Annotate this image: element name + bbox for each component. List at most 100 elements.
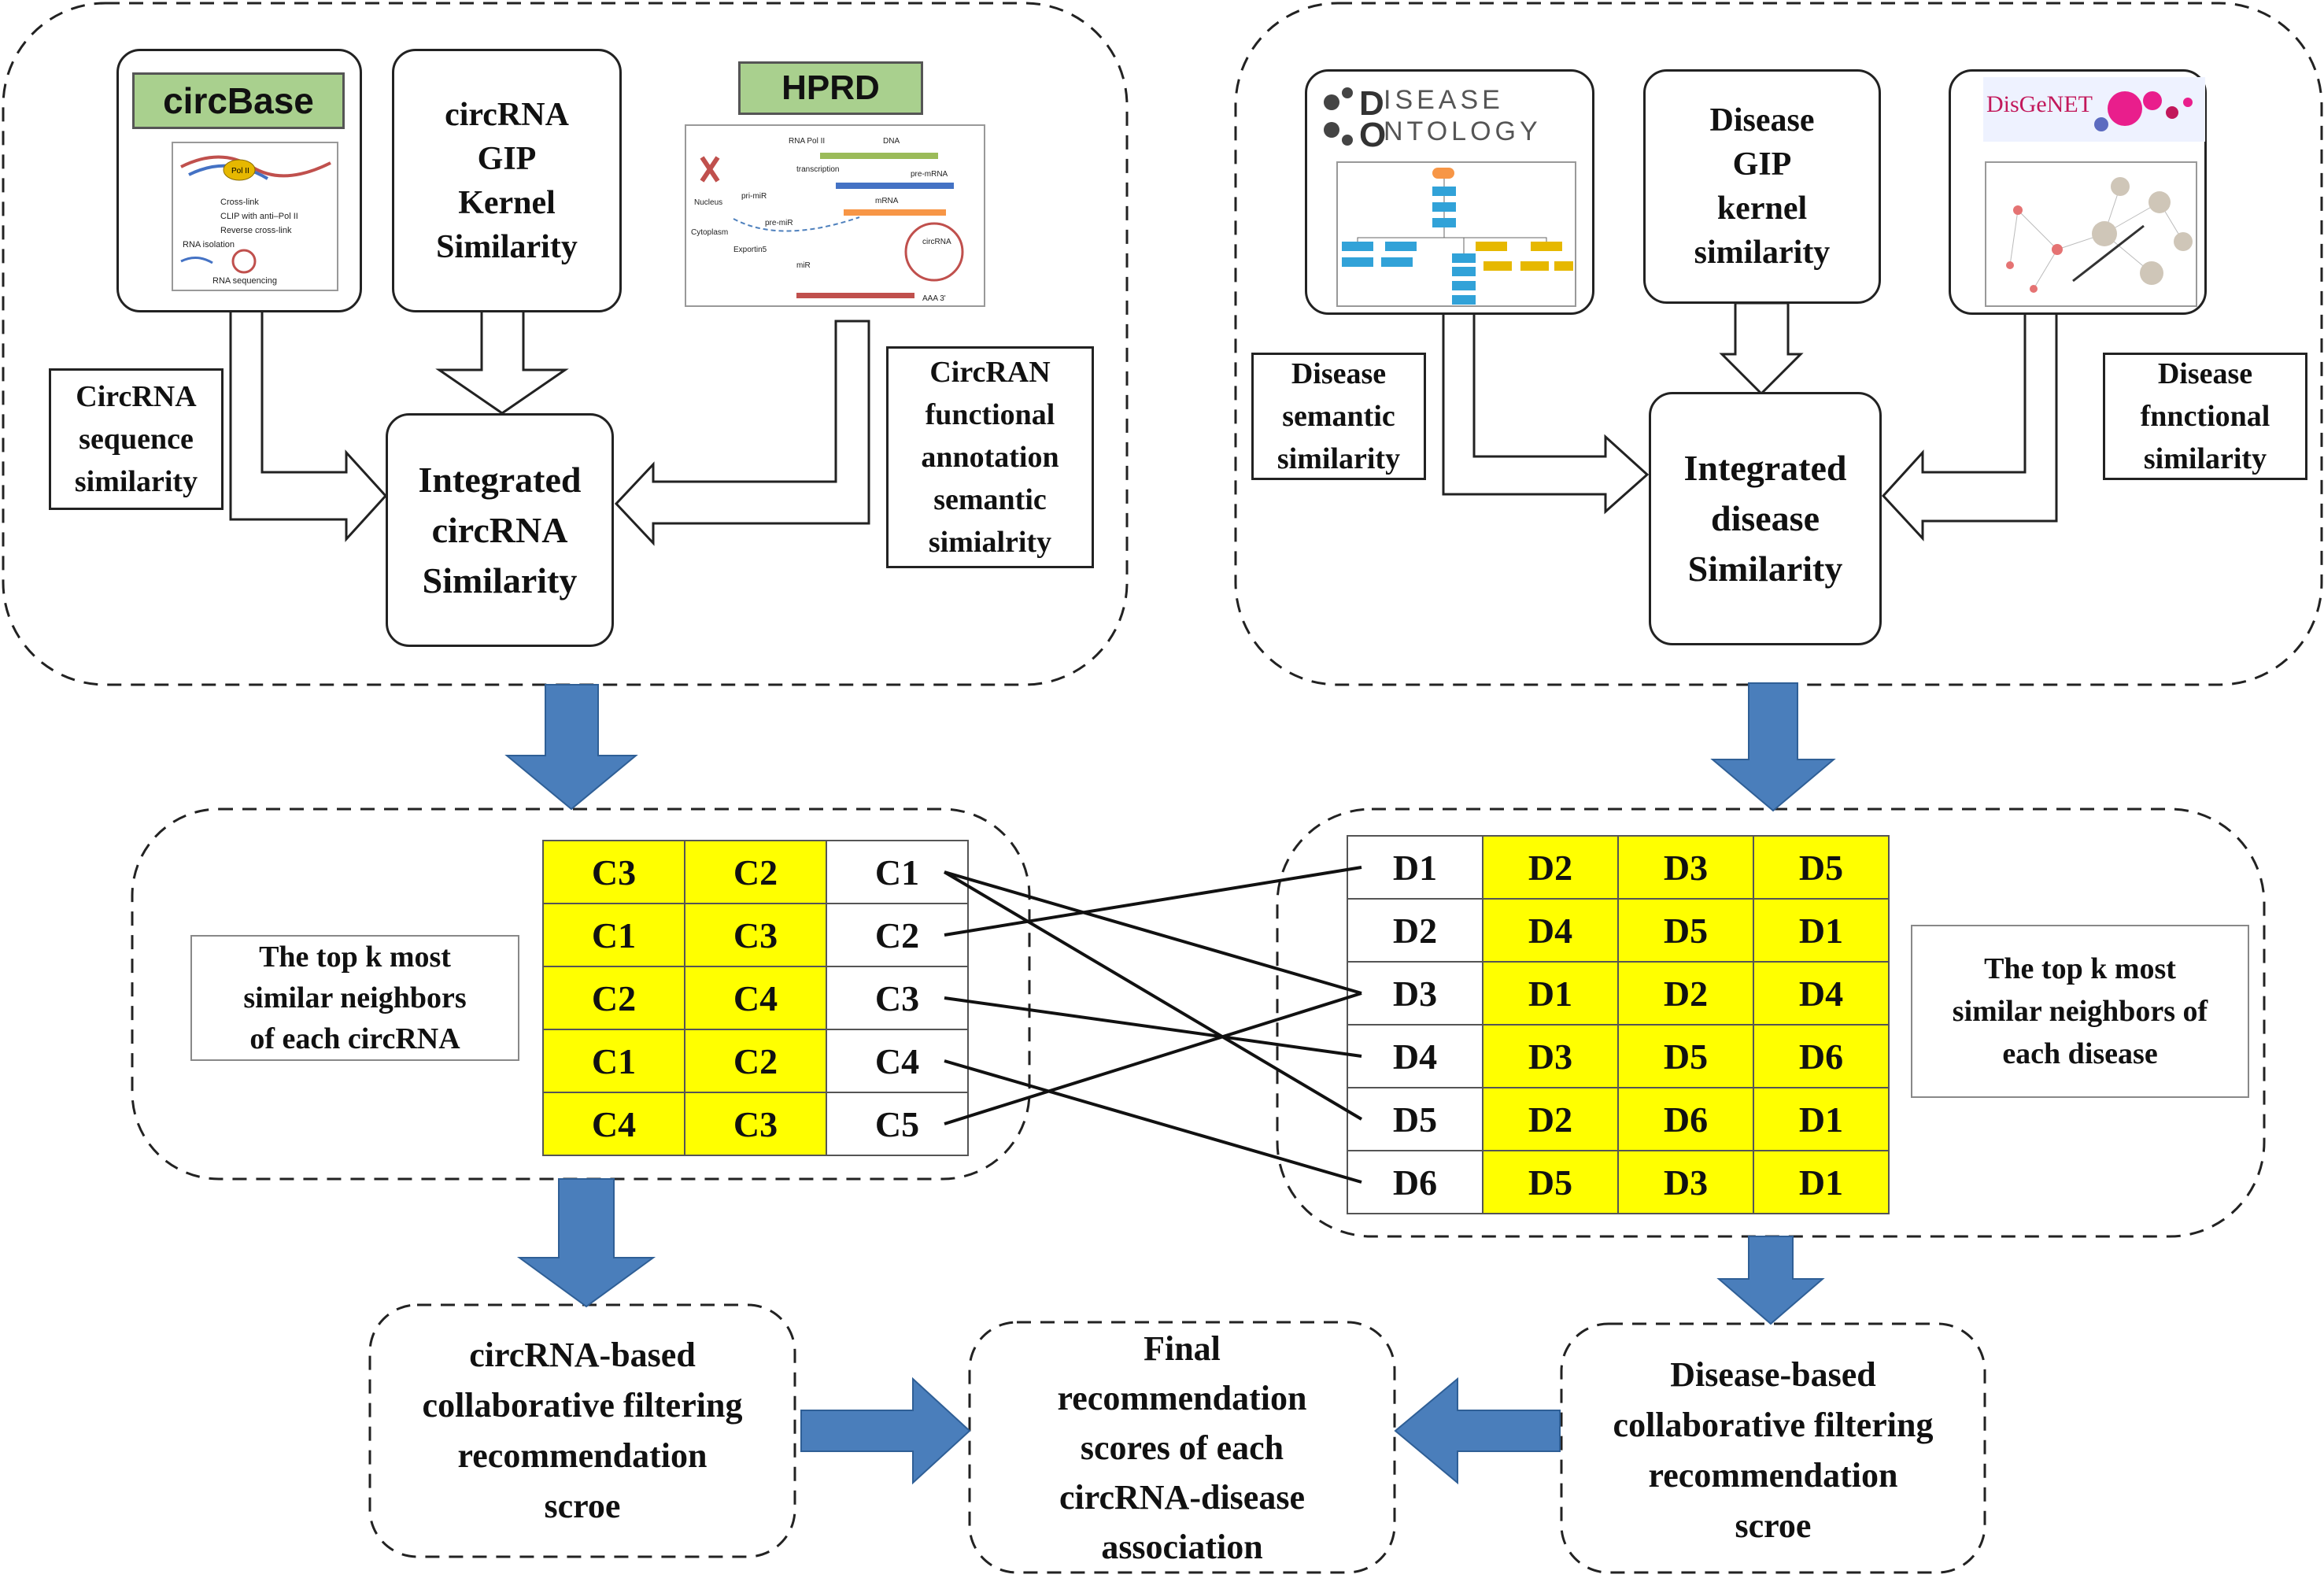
link-c1-d5 [943, 870, 1363, 1121]
disease-cf-group [1560, 1322, 1986, 1574]
disease-neighbor-cell: D3 [1528, 1037, 1572, 1077]
protocol-step-3: Reverse cross-link [220, 226, 292, 235]
disease-key-cell-bg [1347, 1150, 1483, 1214]
disease-neighbor-cell-bg [1482, 1150, 1619, 1214]
gene-disease-network-icon [2006, 177, 2193, 293]
clip-seq-protocol-icon: Pol II Cross-link CLIP with anti–Pol II … [180, 155, 331, 286]
disease-neighbor-cell-bg [1617, 961, 1754, 1026]
circrna-neighbor-cell: C1 [592, 915, 636, 955]
protocol-step-2: CLIP with anti–Pol II [220, 212, 298, 221]
down-arrow-disease [1710, 682, 1836, 812]
disease-neighbors-caption-text: The top k most similar neighbors of each… [1952, 952, 2208, 1070]
circrna-key-cell: C3 [875, 978, 919, 1018]
disease-neighbor-cell: D1 [1799, 1162, 1843, 1203]
disease-ontology-tree-figure [1336, 161, 1576, 307]
disease-semantic-similarity-box: Disease semantic similarity [1251, 353, 1426, 480]
disease-key-cell: D4 [1393, 1037, 1437, 1077]
hprd-label-4: Nucleus [694, 198, 722, 207]
right-arrow-to-final [800, 1377, 971, 1485]
hprd-label-6: mRNA [875, 197, 899, 205]
circrna-key-cell: C4 [875, 1041, 919, 1081]
disgenet-logo-icon [1983, 77, 2205, 142]
disease-key-cell: D2 [1393, 911, 1437, 951]
circrna-functional-similarity-label: CircRAN functional annotation semantic s… [921, 356, 1059, 559]
circrna-neighbor-cell-bg [684, 1029, 827, 1093]
disease-key-cell-bg [1347, 898, 1483, 963]
disease-ontology-logo-text-1: ISEASE [1384, 85, 1504, 115]
circrna-gip-label: circRNA GIP Kernel Similarity [436, 96, 578, 265]
disease-ontology-logo-icon: D O [1324, 84, 1386, 150]
disease-functional-similarity-box: Disease fnnctional similarity [2103, 353, 2307, 480]
disease-gip-label: Disease GIP kernel similarity [1694, 102, 1831, 271]
disease-neighbor-cell: D3 [1664, 848, 1708, 888]
hprd-tag: HPRD [738, 61, 923, 115]
circrna-neighbor-cell-bg [542, 1029, 685, 1093]
flow-arrow-circbase [229, 309, 388, 542]
circrna-neighbor-cell-bg [684, 840, 827, 904]
link-c4-d6 [944, 1059, 1362, 1184]
circrna-neighbors-caption-text: The top k most similar neighbors of each… [243, 941, 467, 1055]
disease-neighbor-cell-bg [1753, 961, 1890, 1026]
ontology-tree-icon [1342, 168, 1573, 305]
disease-semantic-similarity-label: Disease semantic similarity [1277, 357, 1401, 475]
circrna-neighbors-caption: The top k most similar neighbors of each… [190, 935, 519, 1061]
hprd-label-1: DNA [883, 137, 900, 146]
link-c2-d1 [944, 866, 1362, 937]
disgenet-network-figure [1985, 161, 2197, 307]
circrna-neighbor-cell-bg [542, 1092, 685, 1156]
flow-arrow-disease-gip [1719, 301, 1804, 396]
circrna-neighbor-cell-bg [542, 966, 685, 1030]
link-c3-d4 [944, 996, 1362, 1058]
circrna-disease-links [943, 866, 1363, 1184]
circrna-cf-group [368, 1303, 796, 1558]
circrna-gip-box: circRNA GIP Kernel Similarity [392, 49, 622, 312]
disease-neighbor-cell: D1 [1799, 1099, 1843, 1140]
disease-neighbor-cell-bg [1617, 1087, 1754, 1151]
disease-ontology-logo: D O ISEASE NTOLOGY [1316, 79, 1591, 150]
hprd-label-8: pri-miR [741, 192, 767, 201]
hprd-pathway-figure: RNA Pol II DNA transcription pre-mRNA Nu… [685, 124, 985, 307]
disease-neighbor-cell: D2 [1528, 848, 1572, 888]
disease-key-cell: D6 [1393, 1162, 1437, 1203]
flow-arrow-disgenet [1881, 309, 2058, 541]
disease-neighbor-cell: D5 [1664, 911, 1708, 951]
left-arrow-to-final [1394, 1377, 1561, 1485]
disease-neighbor-cell: D6 [1799, 1037, 1843, 1077]
final-recommendation-score-label: Final recommendation scores of each circ… [1057, 1329, 1307, 1566]
circrna-neighbor-cell-bg [684, 966, 827, 1030]
circrna-functional-similarity-box: CircRAN functional annotation semantic s… [886, 346, 1094, 568]
disease-neighbor-cell-bg [1482, 898, 1619, 963]
circrna-neighbors-group [131, 807, 1031, 1181]
disease-neighbor-cell: D5 [1664, 1037, 1708, 1077]
disease-ontology-logo-text-2: NTOLOGY [1384, 116, 1542, 146]
circrna-neighbor-cell: C2 [733, 1041, 778, 1081]
flow-arrow-do [1442, 309, 1650, 515]
disease-neighbor-cell: D1 [1528, 974, 1572, 1014]
pol-ii-label: Pol II [231, 167, 249, 176]
link-c5-d3 [944, 992, 1362, 1125]
hprd-label-11: Exportin5 [733, 246, 767, 254]
disease-key-cell-bg [1347, 961, 1483, 1026]
disease-key-cell-bg [1347, 1024, 1483, 1088]
circrna-key-cell: C1 [875, 852, 919, 892]
disease-neighbor-cell: D1 [1799, 911, 1843, 951]
disease-neighbor-cell-bg [1482, 961, 1619, 1026]
circrna-neighbor-cell-bg [684, 903, 827, 967]
circrna-sequence-similarity-label: CircRNA sequence similarity [74, 380, 198, 498]
hprd-label-9: pre-miR [765, 219, 793, 227]
circrna-neighbor-cell: C4 [592, 1104, 636, 1144]
disease-cf-score-label: Disease-based collaborative filtering re… [1613, 1354, 1934, 1545]
disgenet-logo: DisGeNET [1983, 77, 2205, 142]
disease-neighbor-cell: D4 [1528, 911, 1572, 951]
circrna-biogenesis-icon: RNA Pol II DNA transcription pre-mRNA Nu… [691, 137, 964, 303]
disease-neighbor-cell: D5 [1528, 1162, 1572, 1203]
hprd-label-5: Cytoplasm [691, 228, 728, 237]
disease-neighbor-cell-bg [1753, 1087, 1890, 1151]
disease-functional-similarity-label: Disease fnnctional similarity [2140, 357, 2270, 475]
integrated-disease-similarity-box: Integrated disease Similarity [1649, 392, 1882, 645]
circrna-key-cell: C5 [875, 1104, 919, 1144]
disease-neighbor-cell: D6 [1664, 1099, 1708, 1140]
circrna-neighbor-cell-bg [684, 1092, 827, 1156]
hprd-label-0: RNA Pol II [789, 137, 825, 146]
